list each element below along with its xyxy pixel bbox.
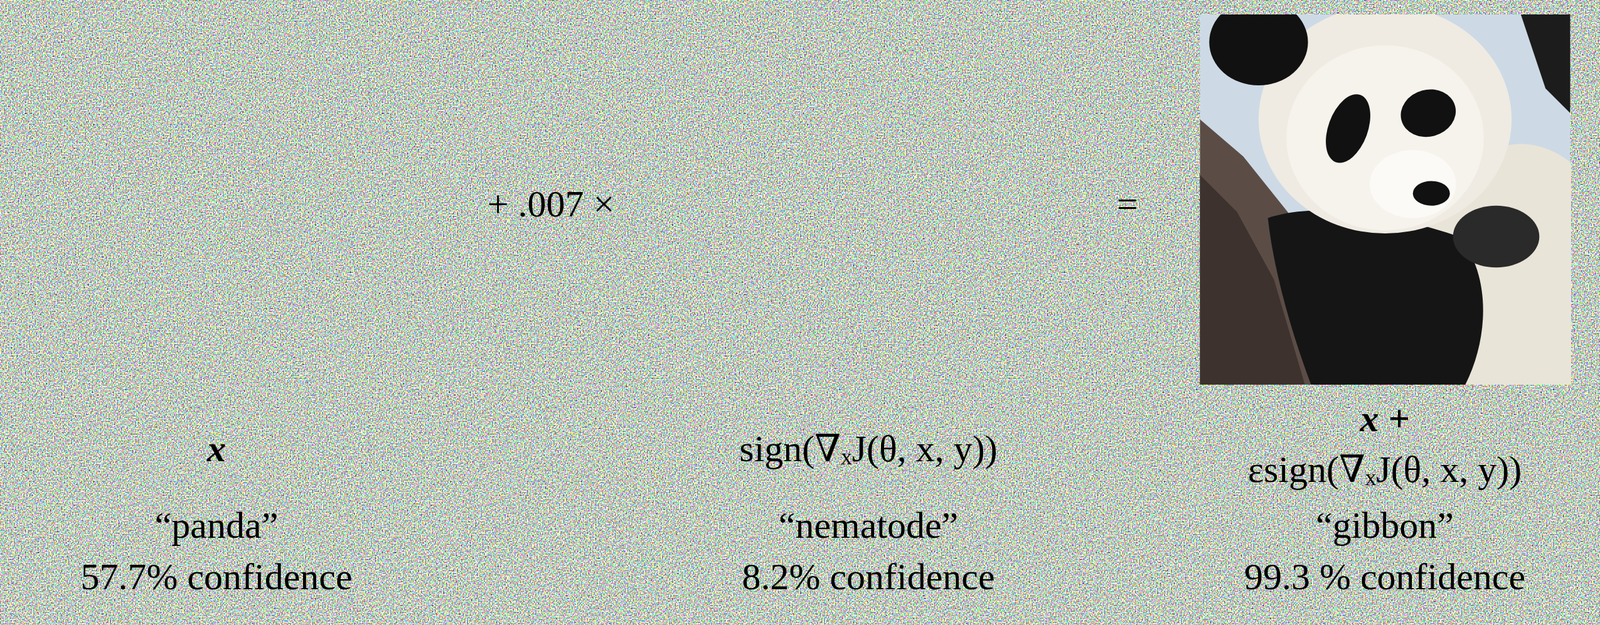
formula-label: εsign(∇ₓJ(θ, x, y)) (1248, 448, 1523, 491)
class-label: “gibbon” (1315, 504, 1454, 546)
formula-label: sign(∇ₓJ(θ, x, y)) (739, 427, 998, 470)
panda-photo (32, 0, 452, 416)
class-label: “panda” (154, 504, 279, 546)
noise-pattern (682, 14, 1055, 385)
operator-label: = (1116, 183, 1139, 225)
panda-photo (1200, 0, 1600, 416)
operator-label: + .007 × (487, 183, 615, 225)
variable-label: x (207, 427, 226, 470)
formula-label: x + (1359, 397, 1410, 440)
class-label: “nematode” (778, 504, 959, 546)
confidence-label: 57.7% confidence (80, 555, 352, 598)
confidence-label: 99.3 % confidence (1244, 555, 1526, 598)
confidence-label: 8.2% confidence (741, 555, 995, 598)
